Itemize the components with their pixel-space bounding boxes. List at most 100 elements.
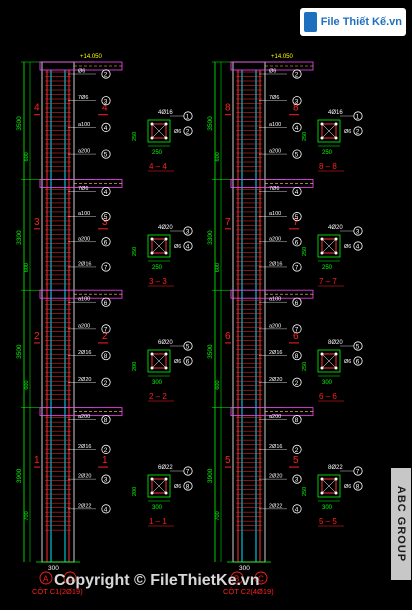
rebar-tag-circle: [292, 186, 302, 197]
top-level-label: +14.050: [80, 54, 103, 60]
section-stirrup-label: Ø6: [344, 484, 351, 490]
section-cross-tie: [321, 123, 337, 139]
rebar-tag-number: 6: [295, 239, 299, 246]
logo-icon: [304, 12, 317, 32]
rebar-tag-number: 2: [295, 447, 299, 454]
rebar-tag-circle: [292, 350, 302, 361]
rebar-annotation: a200: [78, 323, 90, 329]
copyright-watermark: Copyright © FileThietKe.vn: [54, 572, 260, 589]
rebar-tag-circle: [353, 481, 363, 491]
rebar-tag-circle: [292, 237, 302, 247]
floor-height-dimension: 3500: [16, 344, 23, 359]
section-width-dimension: 250: [152, 265, 163, 271]
rebar-tag-number: 1: [186, 114, 190, 121]
rebar-tag-circle: [183, 481, 193, 491]
rebar-annotation: 7Ø6: [78, 186, 88, 192]
rebar-tag-number: 4: [104, 125, 108, 132]
rebar-annotation: a100: [269, 211, 281, 217]
section-outline: [317, 474, 341, 498]
grid-bubble-label: B: [234, 575, 239, 584]
section-bar-dot: [320, 251, 324, 255]
section-cross-tie: [321, 478, 337, 494]
section-outline: [147, 349, 171, 373]
rebar-annotation: a100: [269, 297, 281, 303]
rebar-tag-number: 4: [356, 244, 360, 251]
section-bar-count: 4Ø20: [158, 225, 173, 231]
rebar-tag-number: 8: [295, 353, 299, 360]
watermark-logo: File Thiết Kế.vn: [300, 8, 406, 36]
section-height-dimension: 250: [302, 247, 308, 256]
section-width-dimension: 300: [322, 505, 333, 511]
rebar-tag-circle: [101, 212, 111, 222]
rebar-annotation: 2Ø16: [78, 261, 91, 267]
section-stirrup: [321, 238, 337, 254]
section-bar-dot: [334, 122, 338, 126]
section-bar-dot: [150, 477, 154, 481]
section-bar-count: 4Ø16: [328, 110, 343, 116]
section-bar-dot: [334, 477, 338, 481]
floor-height-dimension: 3900: [207, 468, 214, 483]
section-bar-dot: [334, 251, 338, 255]
rebar-annotation: a100: [78, 297, 90, 303]
rebar-tag-number: 5: [104, 214, 108, 221]
section-stirrup-label: Ø6: [174, 244, 181, 250]
section-cut-label: 4: [34, 103, 40, 114]
rebar-tag-circle: [101, 186, 111, 197]
rebar-tag-number: 6: [104, 239, 108, 246]
rebar-annotation: 2Ø16: [269, 350, 282, 356]
section-cross-tie: [321, 353, 337, 369]
section-bar-dot: [150, 122, 154, 126]
rebar-annotation: 7Ø6: [269, 186, 279, 192]
rebar-tag-circle: [101, 415, 111, 425]
floor-height-dimension: 3500: [16, 116, 23, 131]
section-bar-dot: [334, 237, 338, 241]
rebar-annotation: a100: [78, 122, 90, 128]
section-cut-label-right: 2: [102, 331, 108, 342]
rebar-tag-circle: [183, 226, 193, 236]
section-bar-dot: [164, 122, 168, 126]
section-outline: [317, 234, 341, 258]
grid-bubble: [230, 571, 244, 585]
rebar-annotation: Ø6: [269, 69, 276, 75]
lap-length-dimension: 600: [215, 380, 221, 389]
section-stirrup-label: Ø6: [344, 244, 351, 250]
rebar-annotation: 2Ø16: [269, 261, 282, 267]
rebar-tag-circle: [183, 341, 193, 351]
rebar-annotation: 2Ø22: [78, 503, 91, 509]
section-cut-label-right: 8: [293, 103, 299, 114]
section-cut-label: 7: [225, 217, 231, 228]
lap-length-dimension: 600: [24, 152, 30, 161]
section-bar-count: 6Ø20: [158, 340, 173, 346]
lap-length-dimension: 700: [215, 511, 221, 520]
rebar-tag-number: 2: [104, 447, 108, 454]
rebar-tag-number: 6: [295, 300, 299, 307]
section-cut-label-right: 3: [102, 217, 108, 228]
lap-length-dimension: 600: [215, 263, 221, 272]
grid-bubble: [254, 571, 268, 585]
section-height-dimension: 200: [132, 362, 138, 371]
rebar-tag-circle: [353, 466, 363, 476]
column-title: CỘT C1(2Ø19): [32, 587, 83, 596]
section-bar-dot: [150, 237, 154, 241]
lap-length-dimension: 600: [215, 152, 221, 161]
rebar-tag-number: 4: [295, 125, 299, 132]
rebar-tag-circle: [292, 149, 302, 159]
rebar-tag-number: 2: [295, 72, 299, 79]
section-stirrup: [151, 123, 167, 139]
rebar-annotation: 2Ø20: [78, 377, 91, 383]
rebar-tag-circle: [292, 122, 302, 132]
section-title: 4 – 4: [149, 162, 167, 171]
grid-bubble: [63, 571, 77, 585]
section-stirrup: [151, 353, 167, 369]
section-cross-tie: [151, 353, 167, 369]
rebar-tag-number: 5: [295, 214, 299, 221]
section-title: 8 – 8: [319, 162, 337, 171]
section-title: 1 – 1: [149, 517, 167, 526]
rebar-tag-number: 2: [104, 380, 108, 387]
rebar-tag-number: 2: [186, 129, 190, 136]
section-bar-dot: [150, 352, 154, 356]
section-stirrup: [321, 353, 337, 369]
